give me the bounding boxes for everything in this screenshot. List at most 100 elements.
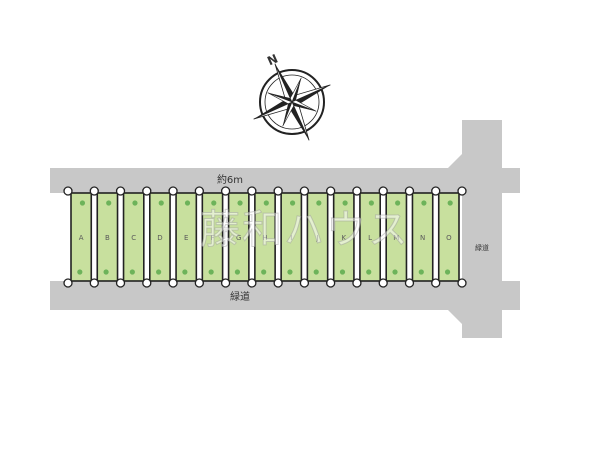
bottom-road <box>50 281 520 310</box>
tree-icon <box>313 269 319 275</box>
lot-h[interactable] <box>254 192 276 282</box>
tree-icon <box>316 200 322 206</box>
lot-b[interactable] <box>96 192 119 282</box>
boundary-marker-icon <box>247 278 257 288</box>
tree-icon <box>129 269 135 275</box>
lot-label: F <box>210 234 214 242</box>
boundary-marker-icon <box>299 186 310 196</box>
lot-n[interactable] <box>411 192 434 282</box>
tree-icon <box>77 269 83 275</box>
boundary-marker-icon <box>404 186 415 196</box>
compass-rose-icon: N <box>253 52 331 141</box>
tree-icon <box>261 269 267 275</box>
lot-a[interactable] <box>70 192 93 282</box>
boundary-marker-icon <box>168 278 178 288</box>
boundary-marker-icon <box>89 278 99 288</box>
lot-g[interactable] <box>227 192 250 282</box>
boundary-marker-icon <box>89 186 99 196</box>
lot-o[interactable] <box>437 192 460 282</box>
boundary-marker-icon <box>142 278 152 288</box>
boundary-marker-icon <box>247 186 257 196</box>
lot-label: I <box>290 234 292 242</box>
lot-i[interactable] <box>280 192 303 282</box>
lot-label: L <box>368 234 372 242</box>
top-road <box>50 168 520 193</box>
lot-label: K <box>342 234 347 242</box>
lot-label: D <box>157 234 162 242</box>
tree-icon <box>103 269 109 275</box>
boundary-marker-icon <box>168 186 178 196</box>
tree-icon <box>447 200 453 206</box>
tree-icon <box>392 269 398 275</box>
tree-icon <box>368 200 374 206</box>
lot-f[interactable] <box>201 192 224 282</box>
tree-icon <box>182 269 188 275</box>
tree-icon <box>366 269 372 275</box>
boundary-marker-icon <box>431 278 441 288</box>
lot-e[interactable] <box>175 192 198 282</box>
tree-icon <box>342 200 348 206</box>
lot-l[interactable] <box>359 192 381 282</box>
boundary-marker-icon <box>378 186 388 196</box>
boundary-marker-icon <box>431 186 441 196</box>
boundary-marker-icon <box>63 186 73 196</box>
lot-label: H <box>262 234 267 242</box>
tree-icon <box>211 200 217 206</box>
boundary-marker-icon <box>457 186 467 196</box>
boundary-marker-icon <box>115 278 126 288</box>
right-road <box>462 120 502 338</box>
boundary-marker-icon <box>352 278 362 288</box>
boundary-marker-icon <box>142 186 152 196</box>
tree-icon <box>184 200 191 206</box>
tree-icon <box>208 269 214 275</box>
boundary-marker-icon <box>378 278 388 288</box>
tree-icon <box>287 269 293 275</box>
road-corner-bottom <box>448 310 462 324</box>
lot-label: M <box>393 234 399 242</box>
boundary-marker-icon <box>404 278 415 288</box>
boundary-marker-icon <box>220 186 231 196</box>
boundary-marker-icon <box>63 278 73 288</box>
boundary-marker-icon <box>194 278 204 288</box>
right-road-label: 緑道 <box>475 243 489 252</box>
tree-icon <box>395 200 401 206</box>
tree-icon <box>132 200 138 206</box>
lot-label: E <box>184 234 188 242</box>
boundary-marker-icon <box>299 278 310 288</box>
road-corner-top <box>448 154 462 168</box>
lot-c[interactable] <box>122 192 145 282</box>
tree-icon <box>79 200 86 206</box>
boundary-marker-icon <box>326 278 336 288</box>
tree-icon <box>156 269 162 275</box>
lot-m[interactable] <box>385 192 408 282</box>
tree-icon <box>106 200 112 206</box>
watermark-logo: 藤和ハウス <box>200 207 410 253</box>
lot-k[interactable] <box>332 192 355 282</box>
tree-icon <box>289 200 296 206</box>
top-road-label: 約6m <box>217 173 243 186</box>
boundary-marker-icon <box>352 186 362 196</box>
lot-label: B <box>105 234 110 242</box>
tree-icon <box>158 200 164 206</box>
lot-label: O <box>446 234 452 242</box>
tree-icon <box>421 200 427 206</box>
tree-icon <box>234 269 241 275</box>
lot-j[interactable] <box>306 192 329 282</box>
boundary-marker-icon <box>115 186 126 196</box>
lot-d[interactable] <box>149 192 171 282</box>
tree-icon <box>263 200 269 206</box>
boundary-marker-icon <box>220 278 231 288</box>
lot-label: G <box>236 234 241 242</box>
bottom-road-label: 緑道 <box>230 290 250 303</box>
tree-icon <box>418 269 424 275</box>
lot-label: C <box>131 234 136 242</box>
lot-label: J <box>315 234 318 242</box>
lot-label: N <box>420 234 425 242</box>
boundary-marker-icon <box>273 186 283 196</box>
boundary-marker-icon <box>273 278 283 288</box>
tree-icon <box>237 200 243 206</box>
boundary-marker-icon <box>326 186 336 196</box>
tree-icon <box>444 269 451 275</box>
